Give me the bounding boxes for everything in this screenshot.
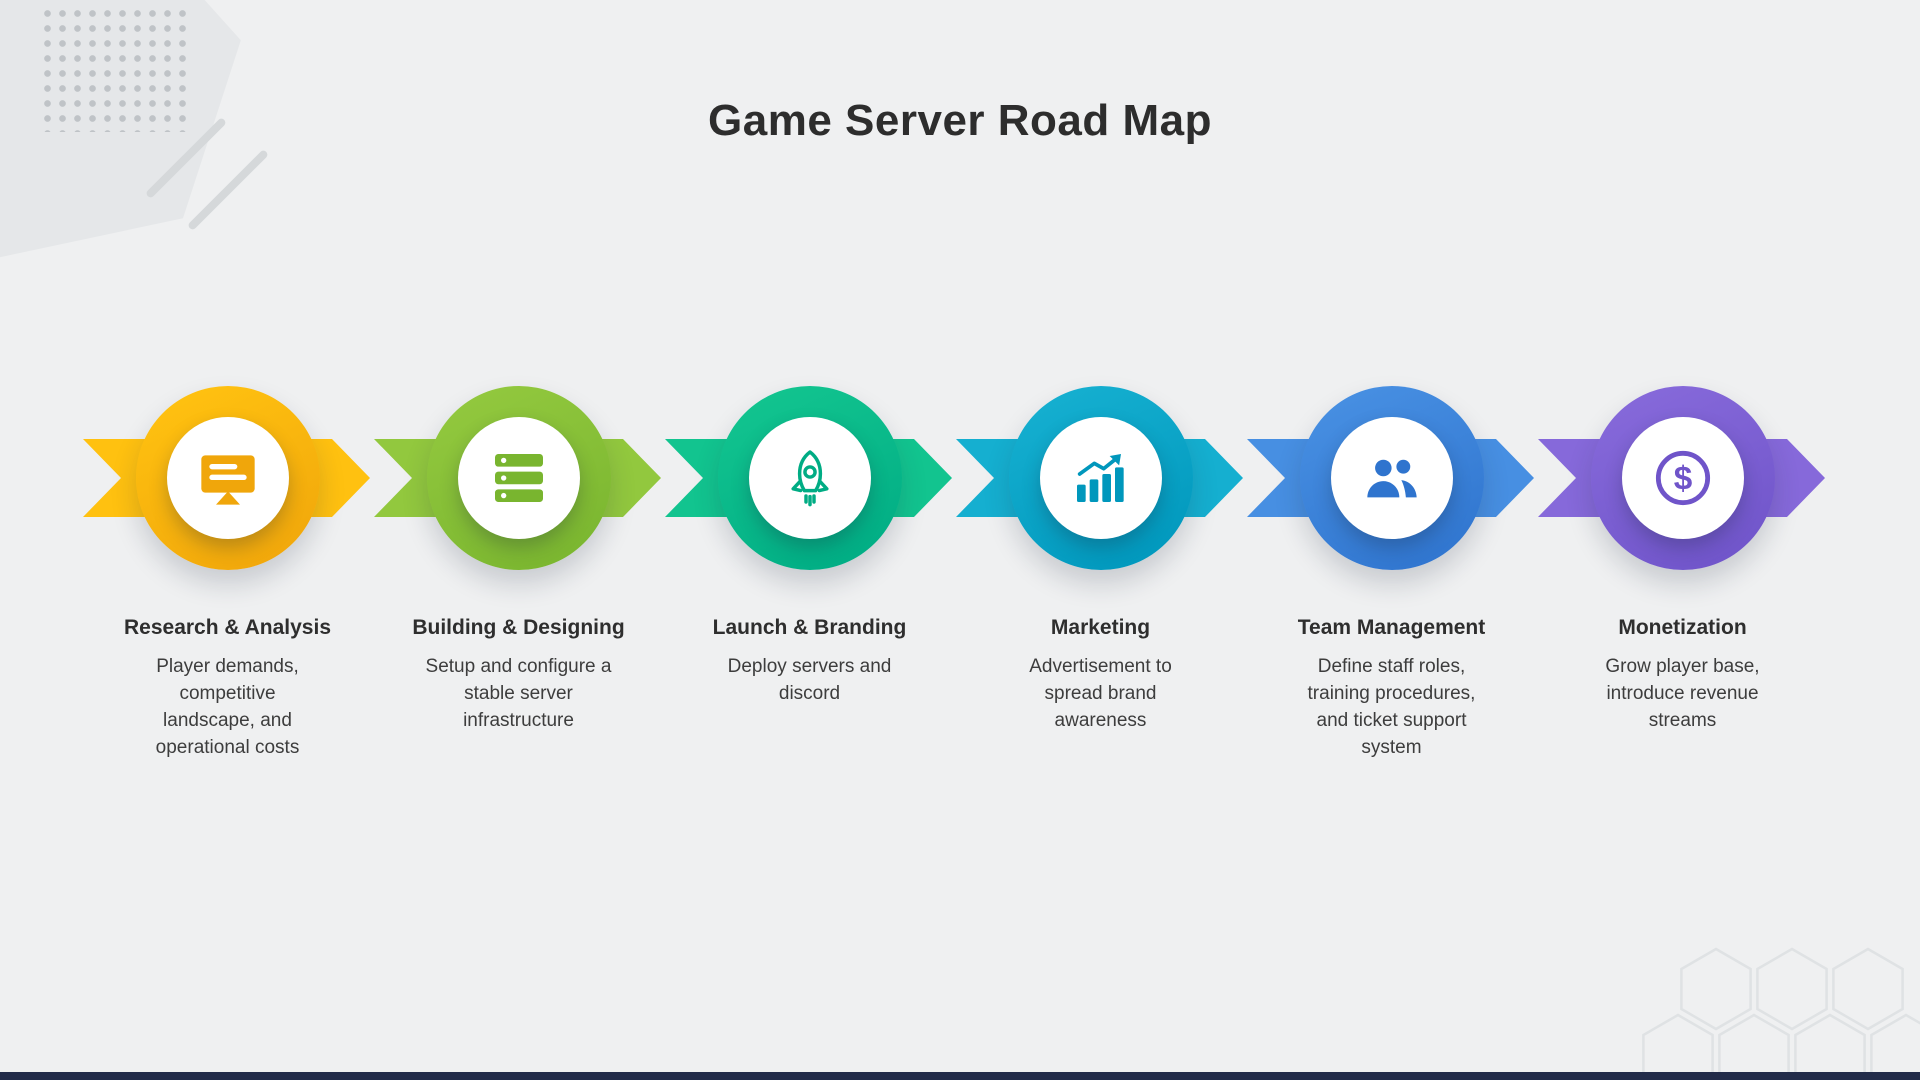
step-description: Advertisement to spread brand awareness xyxy=(1029,656,1172,731)
roadmap-step: Building & Designing Setup and configure… xyxy=(373,386,664,761)
step-graphic xyxy=(82,386,373,570)
step-inner-circle xyxy=(748,417,871,539)
step-title: Launch & Branding xyxy=(712,616,907,639)
roadmap-step: Marketing Advertisement to spread brand … xyxy=(955,386,1246,761)
honeycomb-decoration xyxy=(1642,947,1920,1078)
step-circle xyxy=(717,386,902,570)
svg-text:$: $ xyxy=(1673,460,1692,497)
step-description: Deploy servers and discord xyxy=(727,656,892,704)
presentation-icon xyxy=(196,446,260,510)
users-icon xyxy=(1360,446,1424,510)
step-title: Research & Analysis xyxy=(124,616,331,639)
step-title: Monetization xyxy=(1618,616,1747,639)
step-graphic xyxy=(1246,386,1537,570)
step-inner-circle: $ xyxy=(1621,417,1744,539)
server-icon xyxy=(487,446,551,510)
step-graphic xyxy=(664,386,955,570)
step-description: Player demands, competitive landscape, a… xyxy=(155,656,300,758)
step-circle xyxy=(1299,386,1484,570)
step-title: Marketing xyxy=(1050,616,1151,639)
step-circle xyxy=(1008,386,1193,570)
roadmap-step: Research & Analysis Player demands, comp… xyxy=(82,386,373,761)
step-graphic xyxy=(955,386,1246,570)
step-description: Grow player base, introduce revenue stre… xyxy=(1605,656,1760,731)
roadmap-step: $ Monetization Grow player base, introdu… xyxy=(1537,386,1828,761)
dot-grid-decoration xyxy=(40,6,192,132)
step-circle: $ xyxy=(1590,386,1775,570)
roadmap-timeline: Research & Analysis Player demands, comp… xyxy=(82,386,1828,761)
chart-icon xyxy=(1069,446,1133,510)
roadmap-step: Team Management Define staff roles, trai… xyxy=(1246,386,1537,761)
step-inner-circle xyxy=(1330,417,1453,539)
step-graphic: $ xyxy=(1537,386,1828,570)
step-description: Setup and configure a stable server infr… xyxy=(425,656,612,731)
footer-accent-bar xyxy=(0,1072,1920,1080)
step-circle xyxy=(135,386,320,570)
page-title: Game Server Road Map xyxy=(708,96,1212,145)
rocket-icon xyxy=(778,446,842,510)
step-title: Team Management xyxy=(1297,616,1486,639)
roadmap-step: Launch & Branding Deploy servers and dis… xyxy=(664,386,955,761)
step-inner-circle xyxy=(457,417,580,539)
step-inner-circle xyxy=(166,417,289,539)
step-circle xyxy=(426,386,611,570)
step-description: Define staff roles, training procedures,… xyxy=(1307,656,1476,758)
step-inner-circle xyxy=(1039,417,1162,539)
step-title: Building & Designing xyxy=(412,616,625,639)
dollar-icon: $ xyxy=(1651,446,1715,510)
step-graphic xyxy=(373,386,664,570)
